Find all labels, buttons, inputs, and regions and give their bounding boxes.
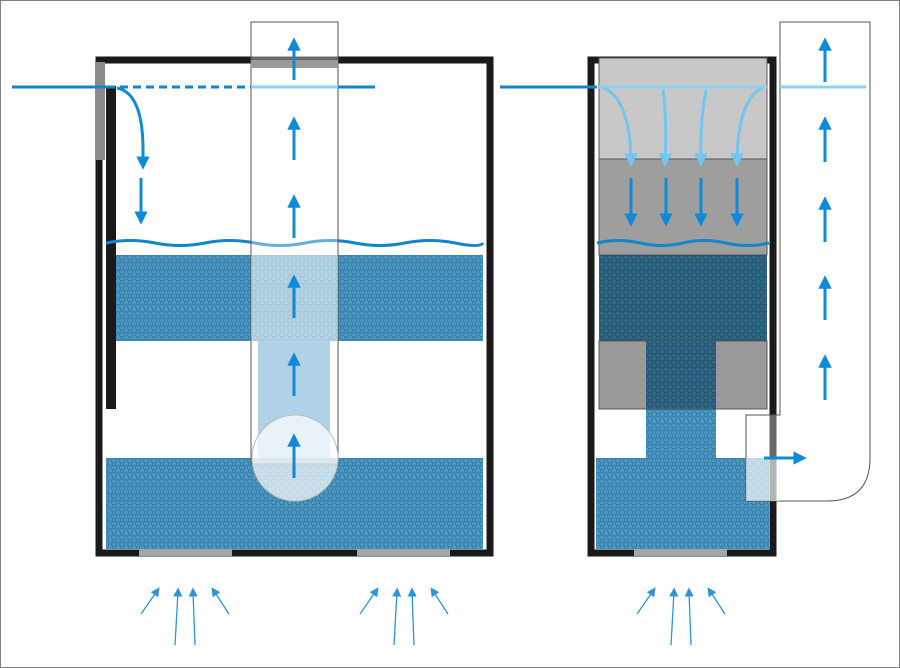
curved-arrow-icon	[730, 86, 763, 167]
left-water-surface	[105, 239, 485, 247]
inflow-arrow-icon	[140, 587, 160, 615]
right-down-arrows	[624, 178, 744, 227]
left-grate-2	[357, 549, 450, 556]
inflow-arrow-icon	[430, 587, 449, 615]
left-inflow-arrows-2	[359, 587, 449, 646]
curved-arrow-icon	[603, 86, 638, 167]
right-top-box	[598, 57, 768, 160]
inflow-arrow-icon	[211, 587, 230, 615]
curved-arrow-icon	[658, 89, 673, 167]
curved-arrow-icon	[694, 89, 708, 167]
left-inflow-arrows-1	[140, 587, 230, 646]
right-inflow-arrows	[636, 587, 726, 646]
curved-arrow-icon	[116, 86, 150, 170]
right-mid-box	[598, 158, 768, 256]
right-filter-panel	[500, 21, 871, 646]
inflow-arrow-icon	[173, 587, 183, 646]
left-inlet-baffle	[106, 86, 116, 409]
inflow-arrow-icon	[669, 587, 679, 646]
inflow-arrow-icon	[684, 587, 694, 646]
inflow-arrow-icon	[636, 587, 656, 615]
right-pipe-arrows	[764, 37, 832, 465]
right-pipe-window	[746, 458, 780, 501]
inflow-arrow-icon	[707, 587, 726, 615]
left-grate-1	[139, 549, 232, 556]
inflow-arrow-icon	[359, 587, 379, 615]
right-grate	[634, 549, 727, 556]
right-lower-dark-column	[646, 341, 716, 409]
inflow-arrow-icon	[392, 587, 402, 646]
right-spread-arrows	[603, 86, 763, 167]
left-inlet-baffle-top	[96, 62, 105, 160]
right-dark-media	[599, 255, 767, 341]
right-lower-media	[596, 458, 769, 549]
right-media-column	[646, 409, 716, 458]
right-water-surface	[596, 239, 770, 247]
inflow-arrow-icon	[188, 587, 198, 646]
left-filter-panel	[12, 21, 494, 646]
inflow-arrow-icon	[407, 587, 417, 646]
